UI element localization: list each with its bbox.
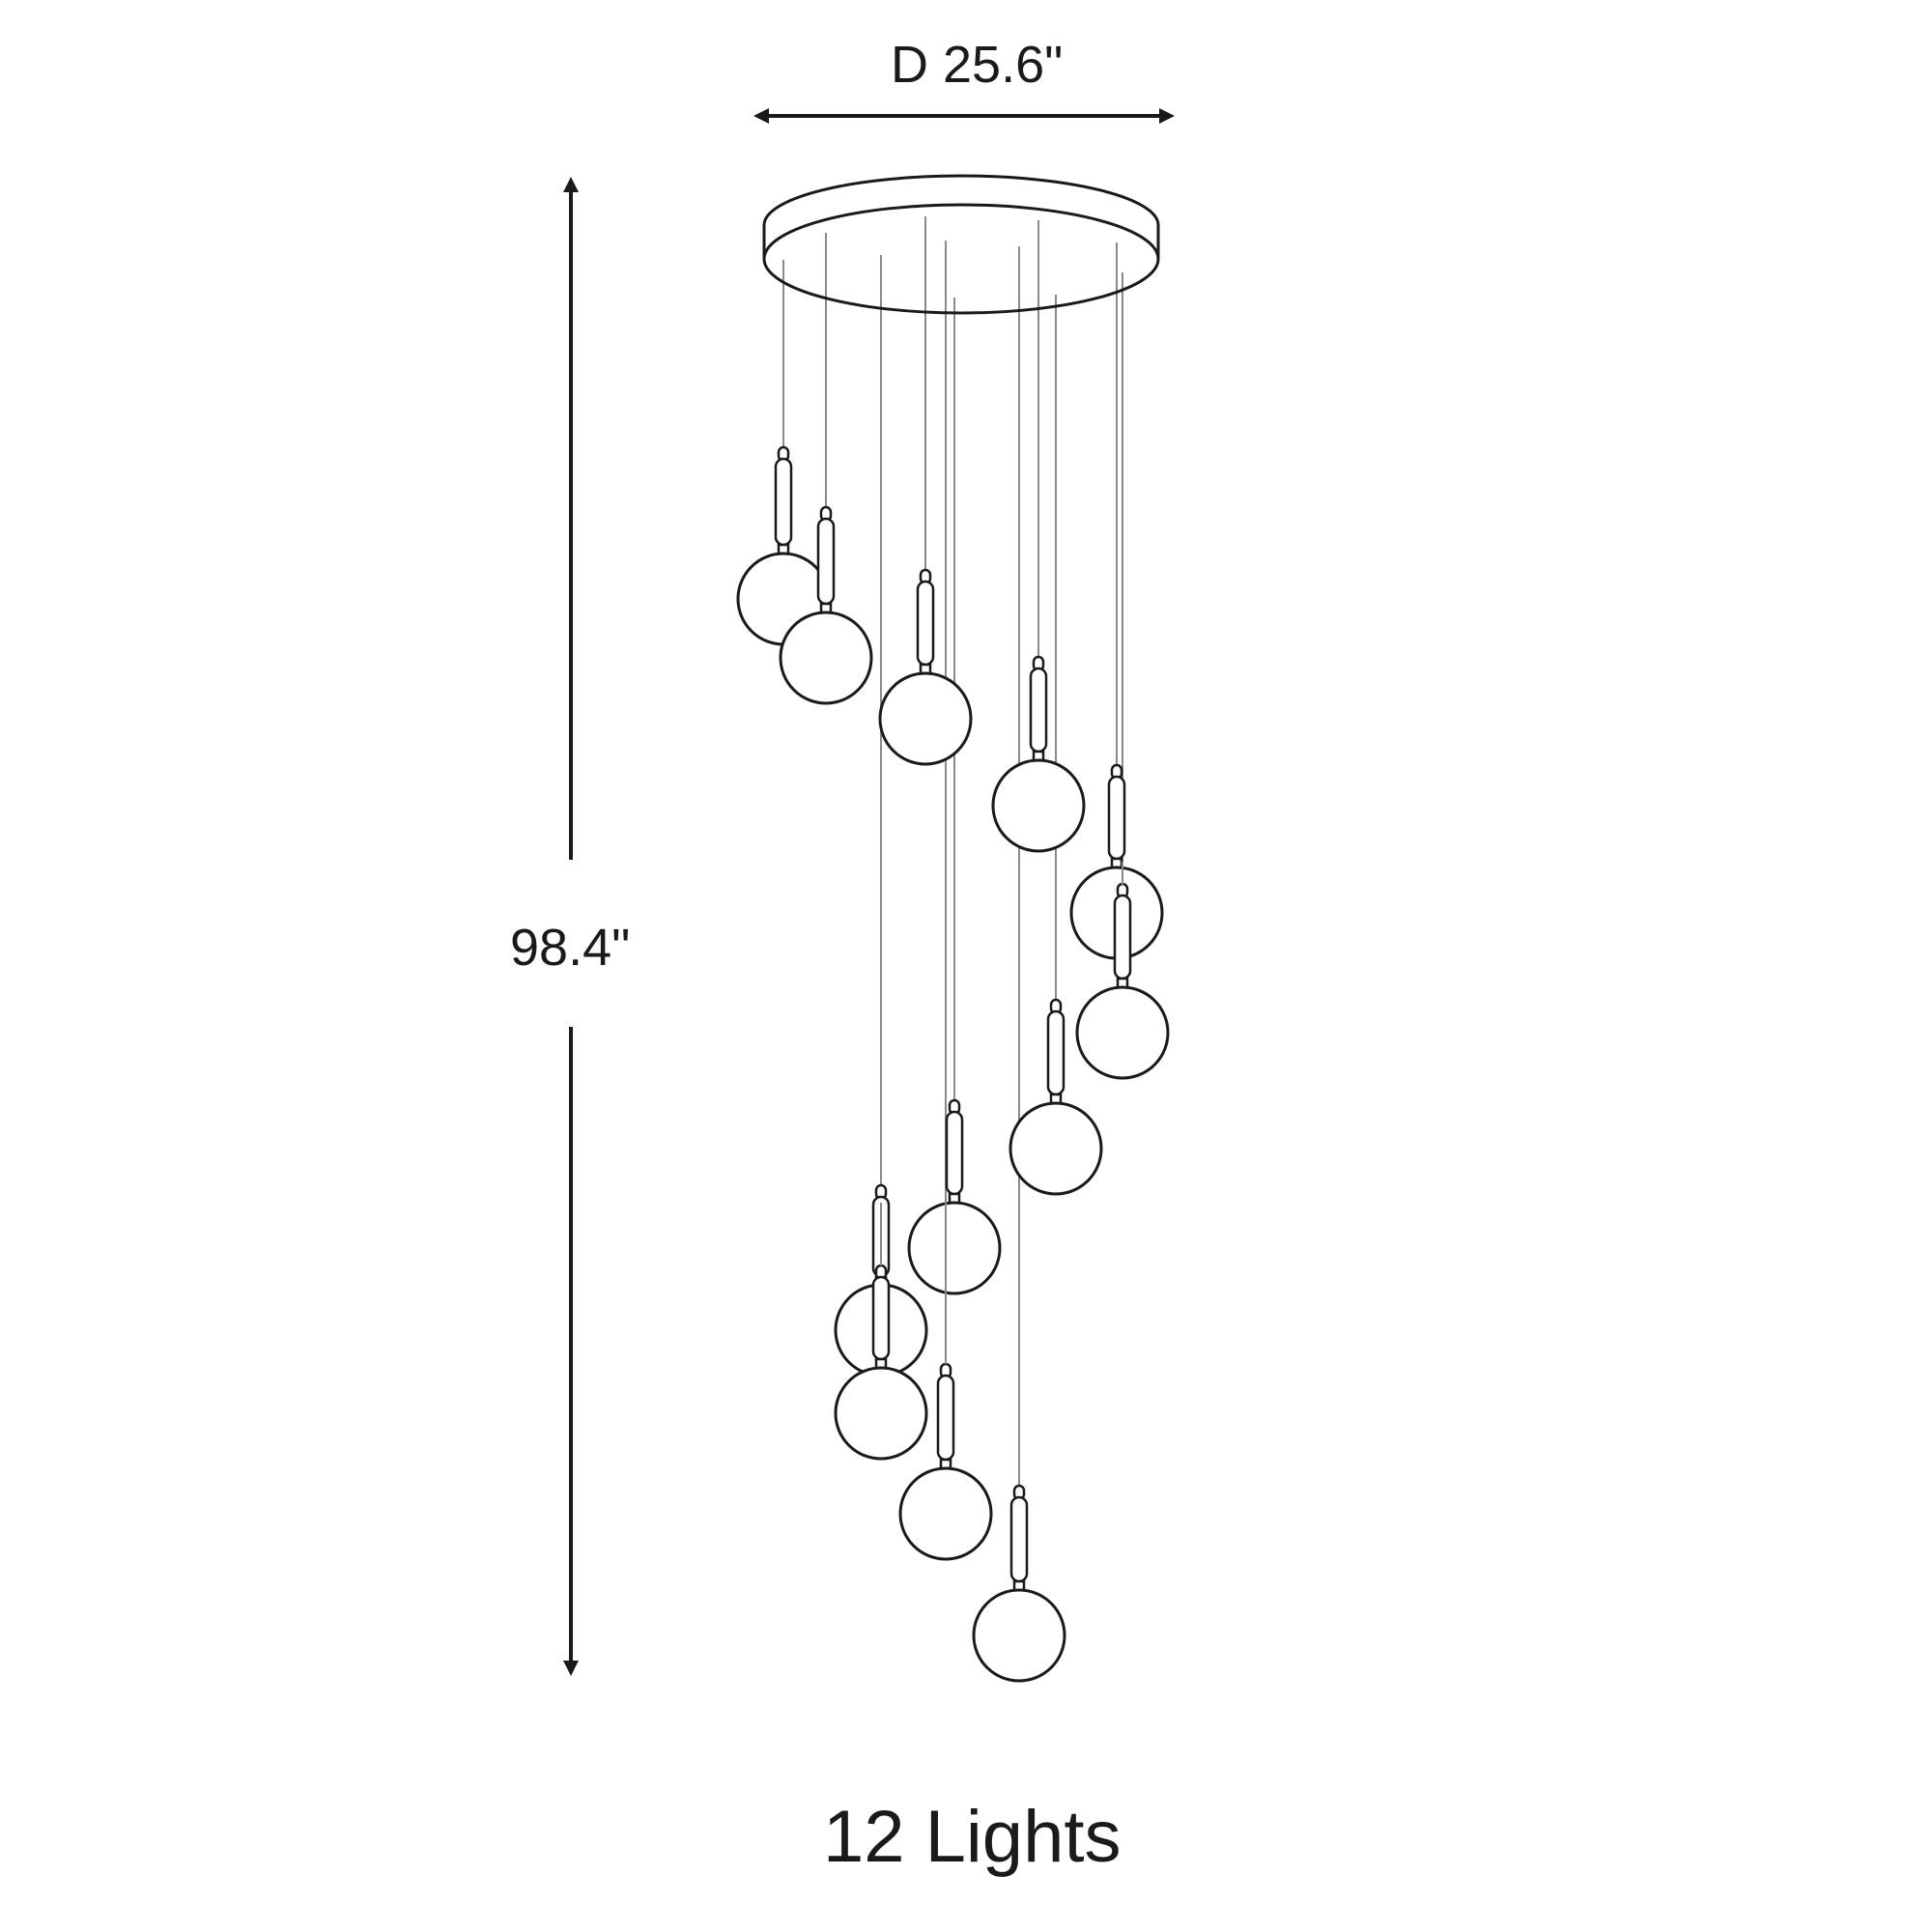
pendant-tube xyxy=(936,1374,955,1462)
canopy-base-ellipse xyxy=(762,203,1160,315)
pendant-tube xyxy=(1009,1495,1029,1583)
pendant-tube xyxy=(774,457,793,547)
pendant-tube xyxy=(1113,894,1132,980)
pendant-light xyxy=(991,655,1086,853)
ceiling-canopy xyxy=(762,174,1160,315)
pendant-light xyxy=(779,505,873,705)
pendant-tube xyxy=(945,1110,964,1196)
pendant-tube xyxy=(1029,667,1048,753)
pendant-tube xyxy=(1107,775,1126,861)
foreground-cords xyxy=(880,862,1123,1364)
globe-shade xyxy=(834,1366,928,1461)
pendant-light xyxy=(1009,998,1103,1196)
pendant-light xyxy=(1075,882,1170,1080)
pendant-tube xyxy=(1046,1009,1065,1096)
globe-shade xyxy=(1075,985,1170,1080)
pendant-lights xyxy=(736,445,1170,1683)
pendant-light xyxy=(907,1098,1002,1295)
pendant-tube xyxy=(816,517,836,606)
arrowhead-down-icon xyxy=(563,1661,579,1676)
pendant-tube xyxy=(916,580,935,667)
light-count-caption: 12 Lights xyxy=(823,1796,1122,1878)
globe-shade xyxy=(779,611,873,705)
pendant-light xyxy=(834,1264,928,1461)
globe-shade xyxy=(1009,1101,1103,1196)
globe-shade xyxy=(972,1588,1066,1683)
height-label: 98.4" xyxy=(510,919,631,977)
pendant-light xyxy=(972,1484,1066,1683)
arrowhead-up-icon xyxy=(563,177,579,192)
suspension-cords xyxy=(782,216,1123,1486)
pendant-light xyxy=(878,568,973,766)
dimension-arrows xyxy=(563,108,1175,1676)
pendant-tube xyxy=(871,1275,891,1361)
arrowhead-right-icon xyxy=(1159,108,1175,124)
globe-shade xyxy=(907,1201,1002,1295)
globe-shade xyxy=(898,1466,993,1561)
canopy-rim xyxy=(762,174,1160,259)
globe-shade xyxy=(878,671,973,766)
globe-shade xyxy=(991,758,1086,853)
diameter-label: D 25.6" xyxy=(891,36,1064,94)
arrowhead-left-icon xyxy=(753,108,769,124)
